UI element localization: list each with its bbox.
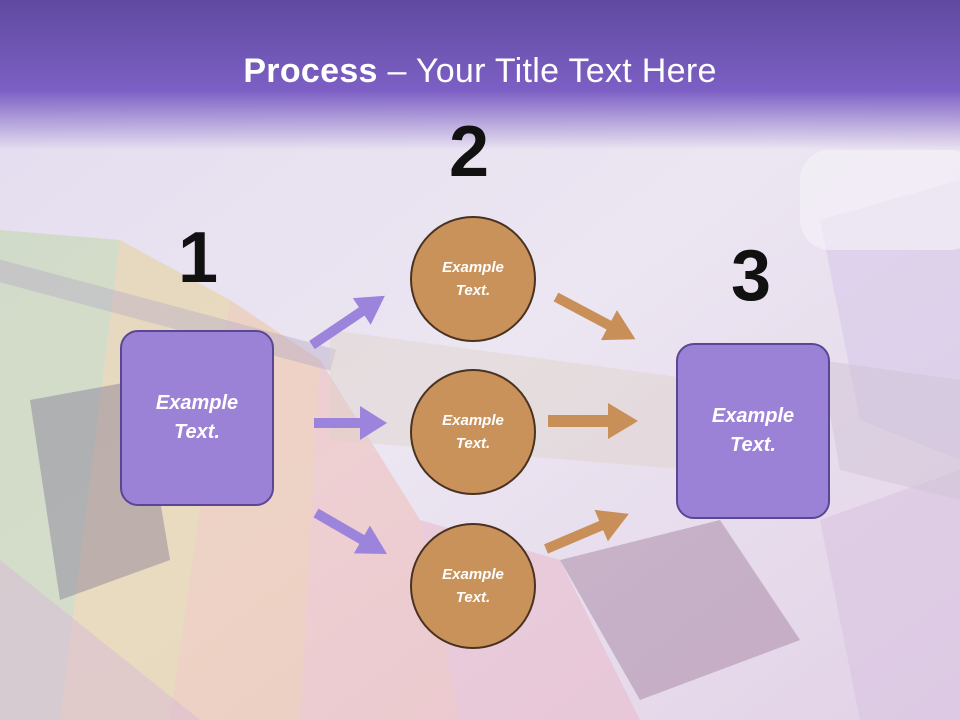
step-2-number: 2	[449, 112, 490, 192]
step-3-label: Example Text.	[711, 405, 795, 456]
arrow-left-down	[313, 508, 388, 554]
step-1-box[interactable]: Example Text.	[120, 330, 274, 506]
title-banner	[0, 0, 960, 150]
circle-middle[interactable]: Example Text.	[410, 369, 536, 495]
circle-bottom-label: Example Text.	[442, 566, 504, 606]
step-3-box[interactable]: Example Text.	[676, 343, 830, 519]
slide-title: Process – Your Title Text Here	[0, 52, 960, 91]
circle-middle-label: Example Text.	[442, 412, 504, 452]
title-bold: Process	[243, 52, 378, 90]
arrow-right-down	[553, 292, 636, 341]
step-3-number: 3	[731, 236, 772, 316]
step-1-number: 1	[178, 218, 219, 298]
arrow-left-up	[309, 295, 385, 350]
circle-bottom[interactable]: Example Text.	[410, 523, 536, 649]
circle-top[interactable]: Example Text.	[410, 216, 536, 342]
title-rest: – Your Title Text Here	[377, 52, 717, 90]
arrow-right-up	[544, 509, 629, 554]
step-1-label: Example Text.	[155, 392, 239, 443]
arrow-left-straight	[314, 406, 387, 440]
arrow-right-straight	[548, 403, 638, 439]
circle-top-label: Example Text.	[442, 259, 504, 299]
